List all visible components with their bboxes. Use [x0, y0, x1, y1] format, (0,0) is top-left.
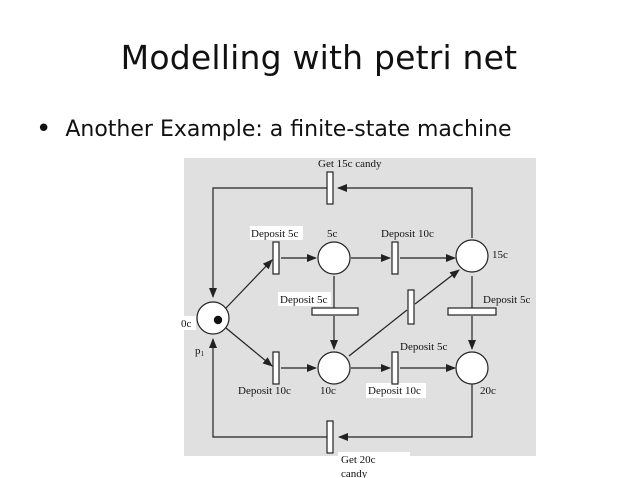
arc-0c-to-dep5 [225, 259, 273, 309]
label-15c: 15c [492, 249, 508, 261]
label-get20-line2: candy [341, 468, 368, 478]
token-icon [213, 315, 223, 325]
label-dep5-lower: Deposit 5c [400, 341, 447, 353]
label-dep5-mid: Deposit 5c [280, 294, 327, 306]
transition-dep5-mid [311, 307, 359, 316]
arc-20c-to-get20 [338, 384, 473, 441]
label-dep5-right: Deposit 5c [483, 294, 530, 306]
arc-0c-to-dep10 [225, 327, 273, 367]
transition-dep5-right [447, 307, 497, 316]
label-get15: Get 15c candy [318, 158, 382, 170]
arc-get20-to-0c [209, 338, 328, 438]
label-dep10-bottom: Deposit 10c [238, 385, 291, 397]
label-p1: p1 [195, 345, 205, 358]
transition-get20 [326, 420, 334, 454]
label-bg [250, 226, 303, 240]
transition-get15 [326, 171, 334, 205]
bullet-text: Another Example: a finite-state machine [65, 116, 512, 142]
transition-dep10-bottom [272, 351, 280, 385]
place-5c [317, 241, 351, 275]
place-0c [196, 301, 230, 335]
transition-dep10-mid [391, 351, 399, 385]
bullet-item: • Another Example: a finite-state machin… [36, 116, 512, 142]
place-15c [455, 239, 489, 273]
label-get20-line1: Get 20c [341, 454, 376, 466]
transition-dep5-top [272, 241, 280, 275]
transition-dep10-top [391, 241, 399, 275]
transition-dep5-lower [407, 289, 415, 325]
arc-10c-to-dep5lower [348, 309, 408, 357]
arc-15c-to-get15 [337, 184, 473, 238]
arc-dep5lower-to-15c [414, 269, 460, 305]
place-10c [317, 351, 351, 385]
label-bg [176, 316, 196, 330]
diagram-background [184, 158, 536, 456]
slide-title: Modelling with petri net [120, 38, 518, 77]
bullet-dot-icon: • [36, 114, 52, 144]
label-0c: 0c [181, 318, 192, 330]
label-dep5-top: Deposit 5c [251, 228, 298, 240]
label-10c: 10c [320, 385, 336, 397]
arc-get15-to-0c [209, 187, 328, 298]
label-5c: 5c [327, 228, 338, 240]
label-bg [278, 292, 331, 306]
label-20c: 20c [480, 385, 496, 397]
label-dep10-mid: Deposit 10c [368, 385, 421, 397]
label-dep10-top: Deposit 10c [381, 228, 434, 240]
label-bg [366, 383, 426, 398]
label-bg [338, 452, 410, 478]
place-20c [455, 351, 489, 385]
